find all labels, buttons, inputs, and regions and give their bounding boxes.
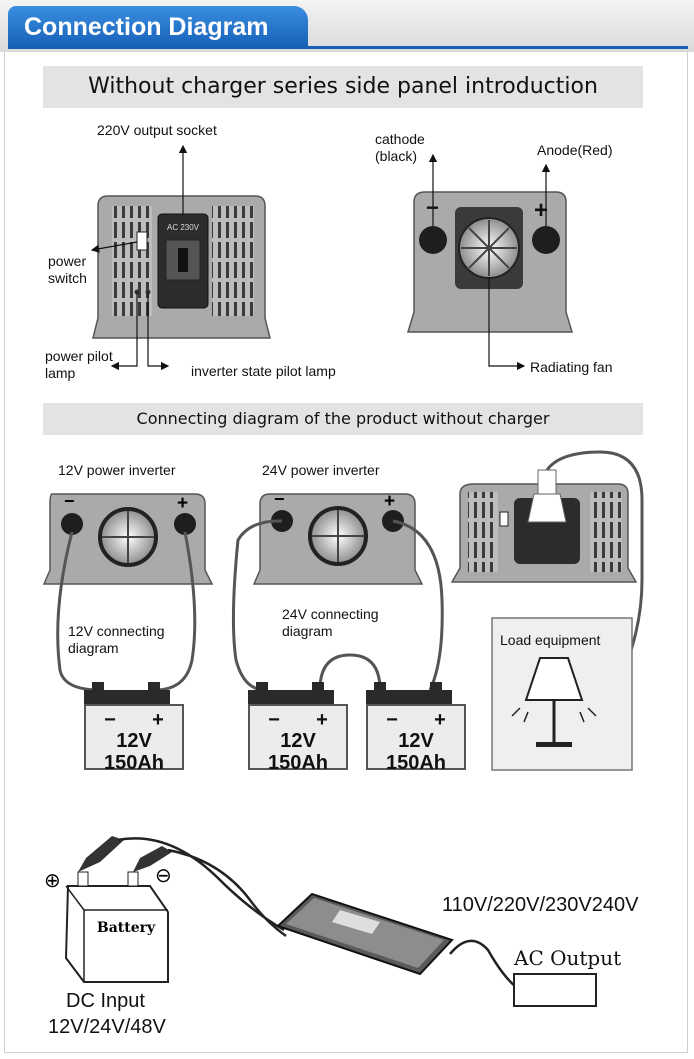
label-24v-connecting: 24V connecting diagram <box>282 606 379 639</box>
bat-b-voltage: 12V <box>280 730 316 752</box>
battery-12v-b: − + 12V 150Ah <box>248 704 348 774</box>
ac-output-box <box>513 973 597 1007</box>
bat-b-plus: + <box>316 709 328 731</box>
bat-a-capacity: 150Ah <box>103 752 165 774</box>
bat-b-minus: − <box>268 709 280 731</box>
battery-text: Battery <box>97 920 156 936</box>
label-power-pilot-lamp: power pilot lamp <box>45 348 113 381</box>
battery-plus-symbol: ⊕ <box>44 870 61 892</box>
inv12-minus: − <box>64 491 75 511</box>
label-radiating-fan: Radiating fan <box>530 359 613 375</box>
header-underline <box>8 46 688 49</box>
rear-plus-sign: + <box>534 197 548 224</box>
inverter-24v: − + <box>252 489 424 585</box>
bat-c-minus: − <box>386 709 398 731</box>
inverter-front-panel: AC 230V <box>92 195 271 339</box>
label-24v-inverter: 24V power inverter <box>262 462 380 478</box>
label-load-equipment: Load equipment <box>500 632 601 648</box>
battery-12v-a: − + 12V 150Ah <box>84 704 184 774</box>
clamp-icons <box>78 836 172 872</box>
bat-b-capacity: 150Ah <box>267 752 329 774</box>
inv12-plus: + <box>177 493 188 514</box>
page-title: Connection Diagram <box>8 6 308 48</box>
lamp-icon <box>511 657 597 747</box>
label-12v-connecting: 12V connecting diagram <box>68 623 165 656</box>
bat-a-minus: − <box>104 709 116 731</box>
battery-minus-symbol: ⊖ <box>155 865 172 887</box>
panel-intro-title: Without charger series side panel introd… <box>43 66 643 108</box>
label-ac-voltages: 110V/220V/230V240V <box>442 894 639 916</box>
bat-a-voltage: 12V <box>116 730 152 752</box>
bat-c-capacity: 150Ah <box>385 752 447 774</box>
inverter-12v: − + <box>42 491 214 585</box>
inv24-minus: − <box>274 489 285 509</box>
socket-ac-label: AC 230V <box>167 223 200 232</box>
inverter-with-load-plug <box>450 469 638 583</box>
inverter-rear-panel: − + <box>406 191 574 333</box>
battery-illustration: Battery ⊕ ⊖ <box>44 865 172 983</box>
label-power-switch: power switch <box>48 253 87 286</box>
label-ac-output: AC Output <box>514 946 622 970</box>
bat-c-plus: + <box>434 709 446 731</box>
battery-tops <box>84 682 452 704</box>
connecting-title: Connecting diagram of the product withou… <box>43 403 643 435</box>
charger-device <box>276 892 454 976</box>
battery-12v-c: − + 12V 150Ah <box>366 704 466 774</box>
bat-c-voltage: 12V <box>398 730 434 752</box>
bat-a-plus: + <box>152 709 164 731</box>
header-bar: Connection Diagram <box>0 0 694 52</box>
label-dc-input: DC Input <box>66 990 145 1012</box>
label-inverter-state-lamp: inverter state pilot lamp <box>191 363 336 379</box>
label-anode: Anode(Red) <box>537 142 613 158</box>
inv24-plus: + <box>384 491 395 512</box>
label-output-socket: 220V output socket <box>97 122 217 138</box>
label-dc-voltages: 12V/24V/48V <box>48 1016 166 1038</box>
label-cathode: cathode (black) <box>375 131 425 164</box>
label-12v-inverter: 12V power inverter <box>58 462 176 478</box>
